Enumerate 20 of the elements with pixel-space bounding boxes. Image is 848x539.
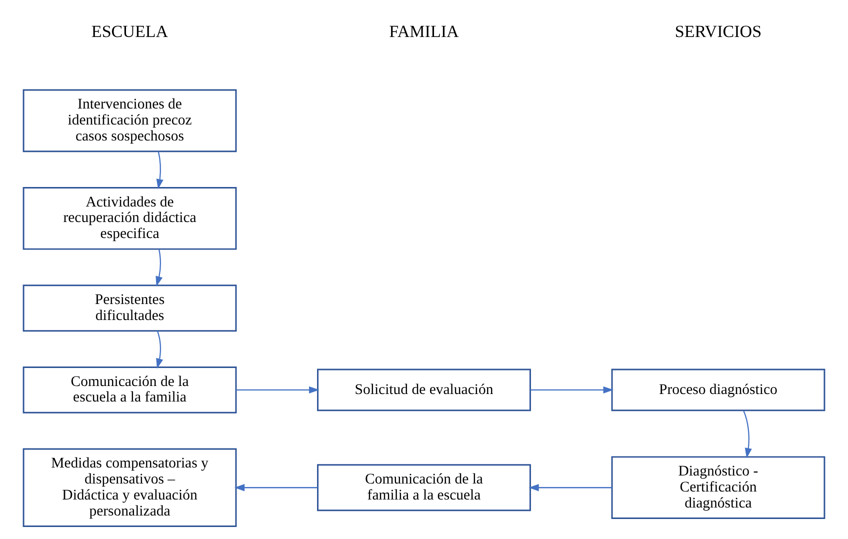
arrow — [156, 249, 163, 287]
label: FAMILIA — [389, 22, 459, 42]
label: ESCUELA — [91, 22, 168, 42]
node-box: Comunicación de la escuela a la familia — [22, 366, 237, 414]
label: SERVICIOS — [674, 22, 762, 42]
arrow — [234, 484, 318, 492]
node-box: Solicitud de evaluación — [317, 368, 531, 412]
arrow — [530, 386, 614, 394]
node-box: Actividades de recuperación didáctica especifica — [22, 186, 237, 250]
node-box: Diagnóstico - Certificación diagnóstica — [611, 456, 826, 520]
node-box: Persistentes dificultades — [22, 284, 237, 332]
arrow — [156, 151, 164, 190]
arrow — [528, 484, 612, 492]
node-box: Comunicación de la familia a la escuela — [317, 464, 531, 512]
arrow — [156, 330, 164, 369]
node-box: Medidas compensatorias y dispensativos – Didáctica y evaluación personalizada — [22, 448, 237, 527]
arrow — [236, 386, 320, 394]
arrow — [743, 410, 752, 458]
node-box: Proceso diagnóstico — [611, 368, 826, 412]
node-box: Intervenciones de identificación precoz casos sospechosos — [22, 89, 237, 152]
